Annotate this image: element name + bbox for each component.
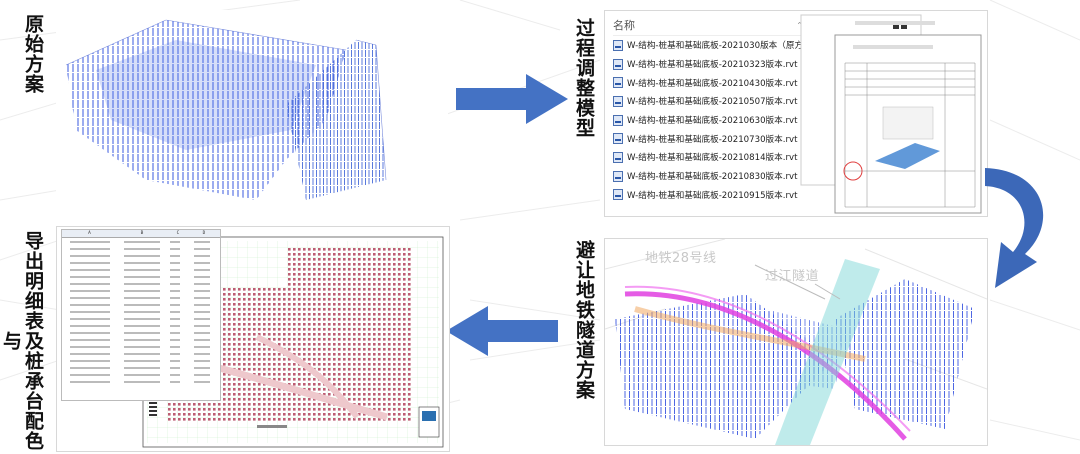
file-item[interactable]: W-结构-桩基和基础底板-20210323版本.rvt (613, 55, 803, 74)
file-item[interactable]: W-结构-桩基和基础底板-20210430版本.rvt (613, 73, 803, 92)
file-item[interactable]: W-结构-桩基和基础底板-2021030版本（原方案）.rvt (613, 36, 835, 55)
file-name: W-结构-桩基和基础底板-20210507版本.rvt (627, 97, 798, 108)
file-name: W-结构-桩基和基础底板-20210430版本.rvt (627, 78, 798, 89)
revit-file-icon (613, 39, 623, 51)
revit-file-icon (613, 58, 623, 70)
review-document-preview (800, 14, 982, 214)
schedule-column-a: A (88, 231, 91, 236)
avoid-subway-model (605, 239, 987, 445)
file-item[interactable]: W-结构-桩基和基础底板-20210730版本.rvt (613, 129, 803, 148)
original-pile-model (65, 19, 387, 200)
revit-file-icon (613, 170, 623, 182)
file-item[interactable]: W-结构-桩基和基础底板-20210630版本.rvt (613, 111, 803, 130)
schedule-rows-illegible (70, 241, 210, 383)
revit-file-icon (613, 133, 623, 145)
file-name: W-结构-桩基和基础底板-20210915版本.rvt (627, 190, 798, 201)
pile-schedule-table: A B C D (61, 229, 221, 401)
file-item[interactable]: W-结构-桩基和基础底板-20210915版本.rvt (613, 186, 803, 205)
schedule-column-d: D (202, 231, 206, 236)
sort-caret-icon: ⌃ (796, 21, 803, 30)
tunnel-label: 过江隧道 (765, 269, 820, 284)
file-list: 名称 ⌃ W-结构-桩基和基础底板-2021030版本（原方案）.rvt W-结… (613, 17, 835, 205)
arrow-right (456, 74, 568, 124)
schedule-column-b: B (140, 231, 144, 236)
file-list-header: 名称 ⌃ (613, 17, 803, 36)
panel-avoid-subway-model: 地铁28号线 过江隧道 (604, 238, 988, 446)
file-name: W-结构-桩基和基础底板-2021030版本（原方案）.rvt (627, 41, 835, 52)
revit-file-icon (613, 95, 623, 107)
file-item[interactable]: W-结构-桩基和基础底板-20210507版本.rvt (613, 92, 803, 111)
label-original-scheme: 原始方案 (22, 14, 44, 94)
schedule-header-row: A B C D (62, 230, 220, 238)
panel-original-model (56, 10, 448, 210)
revit-file-icon (613, 114, 623, 126)
revit-file-icon (613, 189, 623, 201)
file-list-header-name: 名称 (613, 19, 635, 32)
label-avoid-subway: 避让地铁隧道方案 (573, 240, 595, 400)
label-process-model: 过程调整模型 (573, 18, 595, 138)
panel-export-drawing: A B C D (56, 226, 450, 452)
file-name: W-结构-桩基和基础底板-20210830版本.rvt (627, 172, 798, 183)
file-item[interactable]: W-结构-桩基和基础底板-20210830版本.rvt (613, 167, 803, 186)
file-name: W-结构-桩基和基础底板-20210814版本.rvt (627, 153, 798, 164)
label-export-schedule: 导出明细表及桩承台配色与 (0, 231, 44, 451)
file-name: W-结构-桩基和基础底板-20210323版本.rvt (627, 60, 798, 71)
file-name: W-结构-桩基和基础底板-20210630版本.rvt (627, 116, 798, 127)
file-item[interactable]: W-结构-桩基和基础底板-20210814版本.rvt (613, 148, 803, 167)
panel-process-files: 名称 ⌃ W-结构-桩基和基础底板-2021030版本（原方案）.rvt W-结… (604, 10, 988, 217)
file-name: W-结构-桩基和基础底板-20210730版本.rvt (627, 134, 798, 145)
revit-file-icon (613, 151, 623, 163)
schedule-column-c: C (176, 231, 180, 236)
arrow-curve-down (985, 168, 1044, 288)
subway-line-label: 地铁28号线 (645, 251, 717, 266)
arrow-left (446, 306, 558, 356)
revit-file-icon (613, 77, 623, 89)
